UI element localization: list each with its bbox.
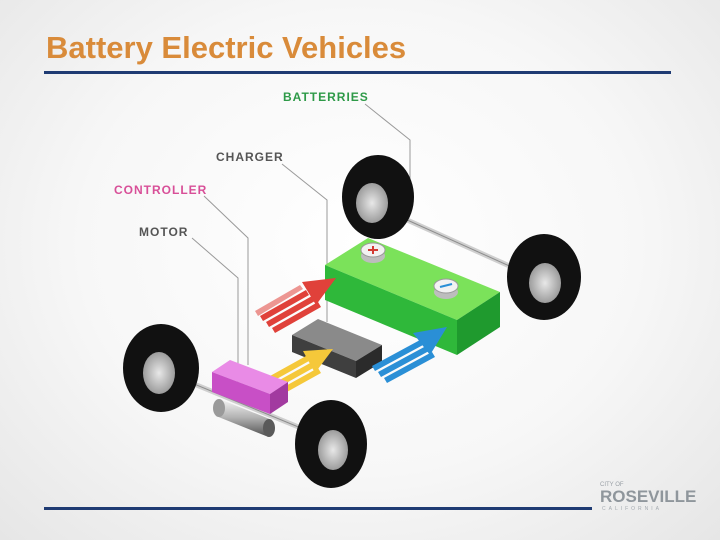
controller-box <box>212 360 288 414</box>
logo-name: ROSEVILLE <box>600 487 697 506</box>
red-power-arrow <box>255 278 336 333</box>
front-left-wheel <box>123 324 199 412</box>
slide-title: Battery Electric Vehicles <box>46 30 407 65</box>
motor-leader-line <box>191 237 239 382</box>
positive-terminal <box>360 242 386 263</box>
rear-right-wheel <box>507 234 581 320</box>
motor-cylinder <box>213 399 275 437</box>
charger-label: CHARGER <box>216 150 284 164</box>
controller-leader-line <box>203 195 249 365</box>
yellow-power-arrow <box>270 349 333 393</box>
batteries-label: BATTERRIES <box>283 90 369 104</box>
controller-label: CONTROLLER <box>114 183 207 197</box>
rear-left-wheel <box>342 155 414 239</box>
motor-label: MOTOR <box>139 225 188 239</box>
negative-terminal <box>433 278 459 299</box>
footer-rule <box>44 507 592 510</box>
logo-prefix: CITY OF <box>600 482 624 488</box>
logo-state: CALIFORNIA <box>602 506 663 512</box>
front-right-wheel <box>295 400 367 488</box>
roseville-logo: CITY OF ROSEVILLE CALIFORNIA <box>598 478 696 514</box>
blue-power-arrow <box>372 327 447 383</box>
title-underline <box>44 71 671 74</box>
